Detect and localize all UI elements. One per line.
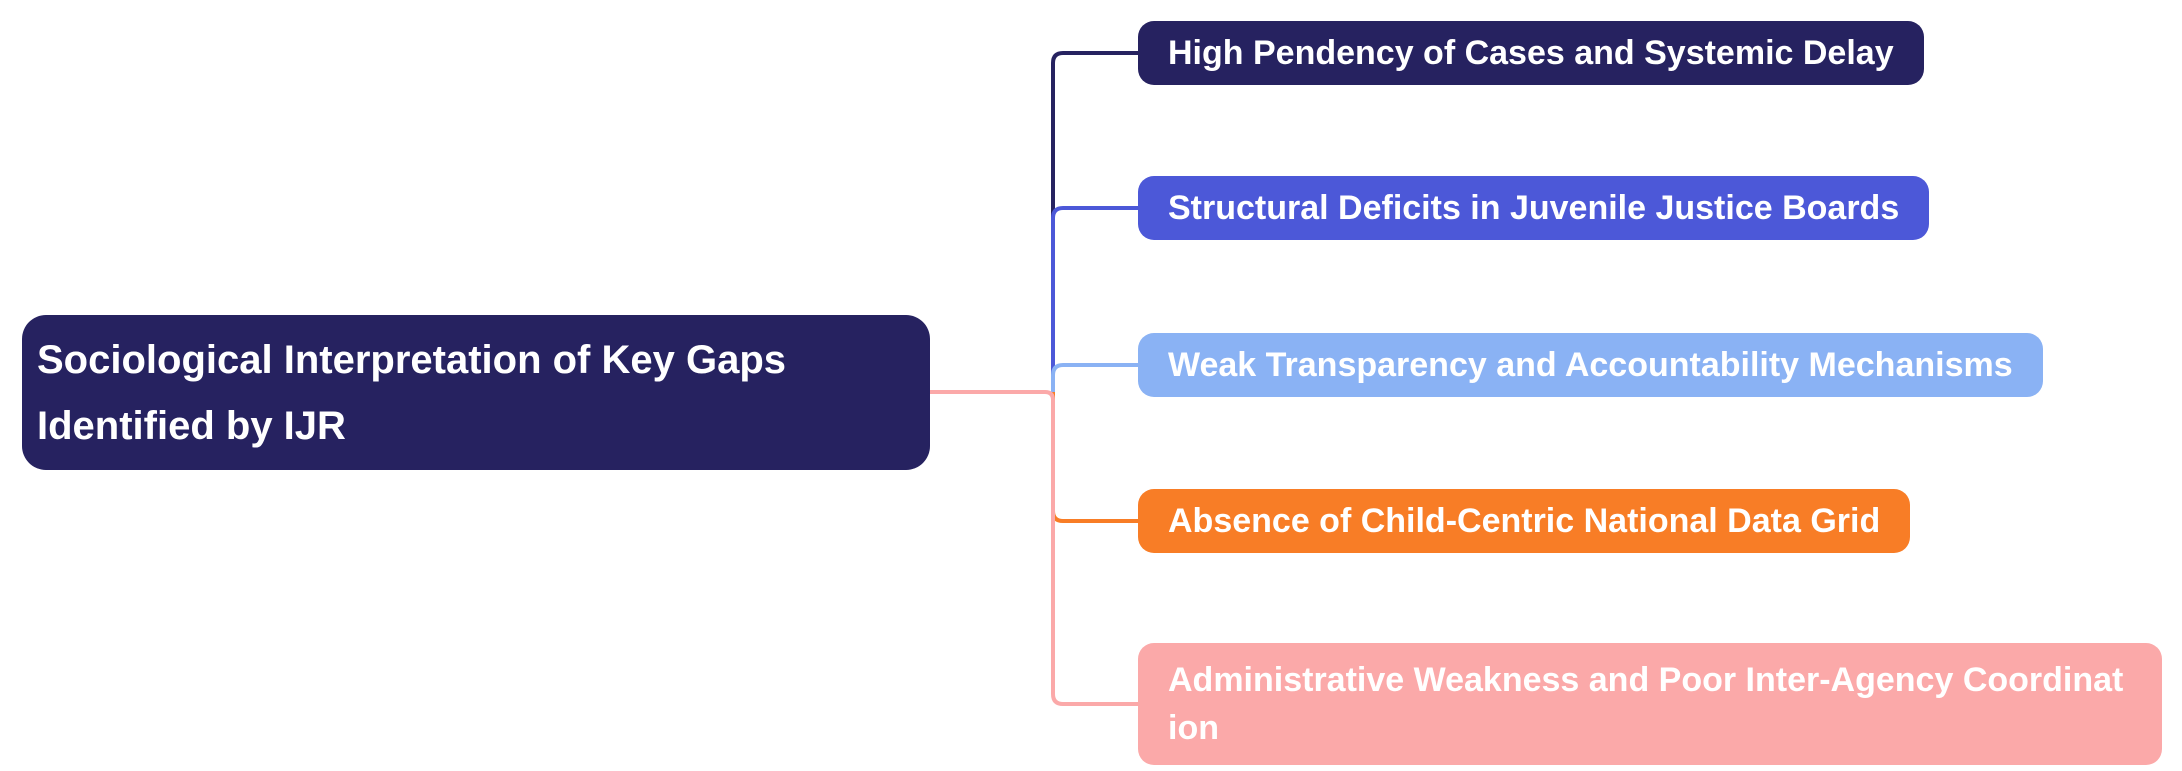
branch-node-label: High Pendency of Cases and Systemic Dela… bbox=[1168, 34, 1894, 72]
connector-branch-1 bbox=[1051, 51, 1140, 392]
branch-node-weak-transparency[interactable]: Weak Transparency and Accountability Mec… bbox=[1138, 333, 2043, 397]
branch-node-label: Weak Transparency and Accountability Mec… bbox=[1168, 346, 2013, 384]
branch-node-high-pendency[interactable]: High Pendency of Cases and Systemic Dela… bbox=[1138, 21, 1924, 85]
root-node[interactable]: Sociological Interpretation of Key Gaps … bbox=[22, 315, 930, 470]
branch-node-absence-data-grid[interactable]: Absence of Child-Centric National Data G… bbox=[1138, 489, 1911, 553]
connector-branch-4 bbox=[1051, 392, 1140, 523]
branch-node-label: Structural Deficits in Juvenile Justice … bbox=[1168, 189, 1900, 227]
connector-branch-5 bbox=[930, 390, 1140, 706]
branch-node-administrative-weakness[interactable]: Administrative Weakness and Poor Inter-A… bbox=[1138, 643, 2162, 765]
branch-node-label: Administrative Weakness and Poor Inter-A… bbox=[1168, 661, 2124, 747]
connector-branch-3 bbox=[1051, 363, 1140, 392]
branch-node-structural-deficits[interactable]: Structural Deficits in Juvenile Justice … bbox=[1138, 176, 1930, 240]
connector-branch-2 bbox=[1051, 206, 1140, 392]
root-node-label: Sociological Interpretation of Key Gaps … bbox=[37, 337, 787, 448]
branch-node-label: Absence of Child-Centric National Data G… bbox=[1168, 502, 1881, 540]
